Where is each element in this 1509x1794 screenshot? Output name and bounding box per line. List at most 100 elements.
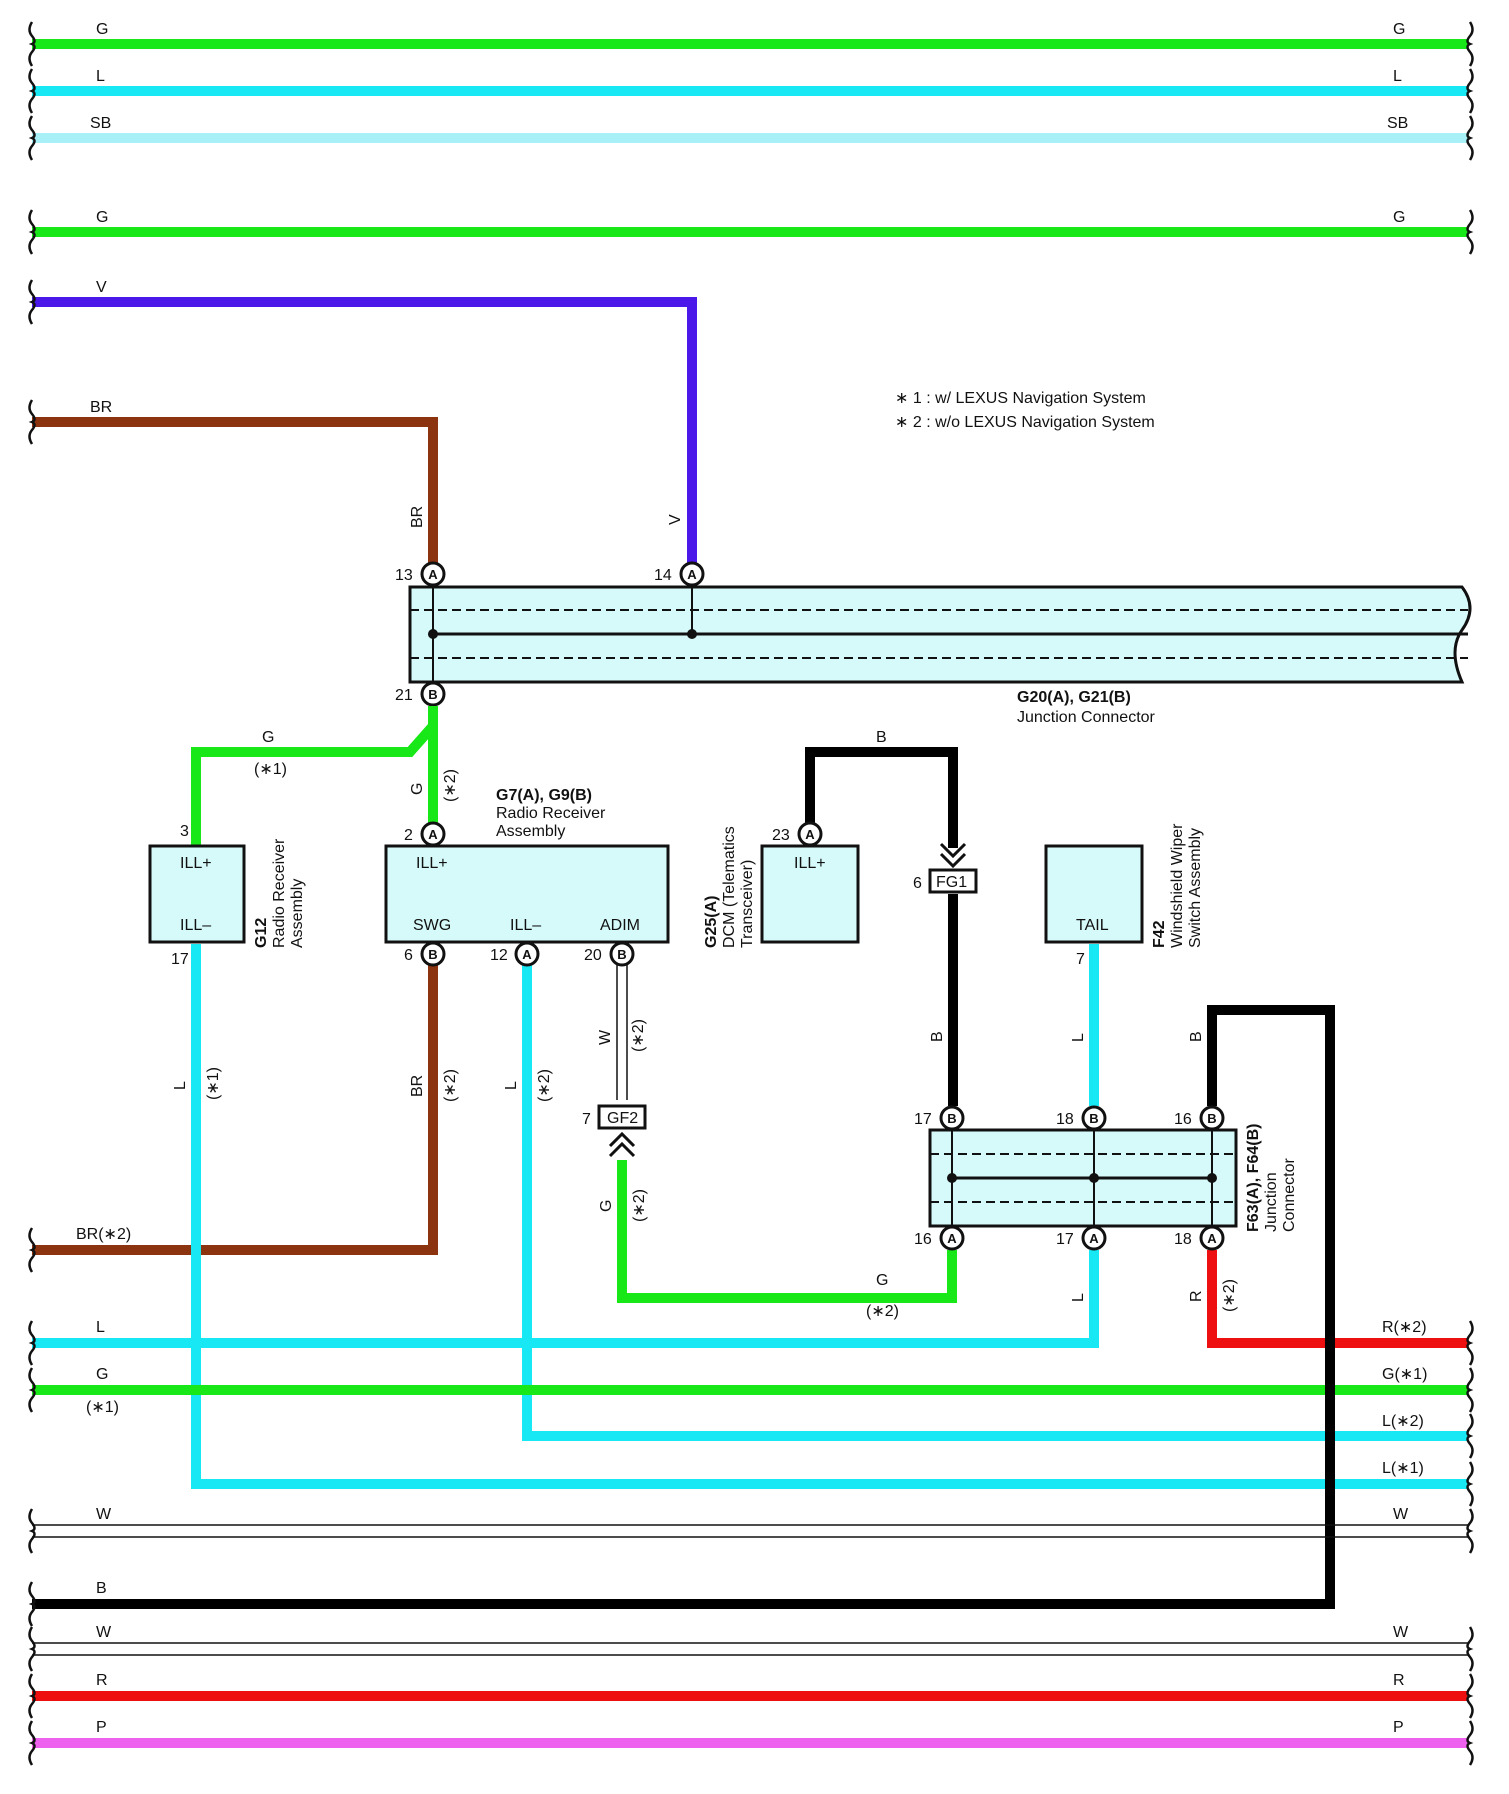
pin-13: A 13 bbox=[395, 561, 446, 587]
component-desc: Radio Receiver bbox=[271, 838, 288, 948]
wire-l-ill-minus: L (∗2) L (∗2) bbox=[503, 965, 1468, 1441]
continuation-mark bbox=[28, 1367, 36, 1413]
pin-23: A 23 bbox=[772, 821, 823, 847]
component-g7: ILL+ SWG ILL– ADIM G7(A), G9(B) Radio Re… bbox=[384, 787, 670, 944]
wire-label: G bbox=[876, 1272, 888, 1289]
continuation-mark bbox=[1466, 1367, 1474, 1413]
wire-label: L(∗1) bbox=[1382, 1460, 1424, 1477]
pin-number: 17 bbox=[171, 951, 189, 968]
wire-l-f42: L bbox=[1070, 944, 1099, 1106]
component-name: G25(A) bbox=[703, 896, 720, 948]
component-desc: Junction Connector bbox=[1017, 709, 1156, 726]
pin-18-b: B 18 bbox=[1056, 1105, 1107, 1131]
component-desc: Radio Receiver bbox=[496, 805, 606, 822]
terminal-adim: ADIM bbox=[600, 917, 640, 934]
wire-g-branch: G (∗1) G (∗2) bbox=[191, 706, 459, 846]
component-name: G20(A), G21(B) bbox=[1017, 689, 1131, 706]
wire-label: W bbox=[597, 1029, 614, 1045]
wire-note: (∗2) bbox=[631, 1189, 648, 1222]
rail-label-left: L bbox=[96, 68, 105, 85]
pin-16-a: A 16 bbox=[914, 1225, 965, 1251]
component-desc: Windshield Wiper bbox=[1169, 823, 1186, 948]
wire-label: L bbox=[1070, 1293, 1087, 1302]
wire-note: (∗1) bbox=[86, 1399, 119, 1416]
terminal-ill-plus: ILL+ bbox=[180, 855, 212, 872]
wire-label: W bbox=[96, 1624, 112, 1641]
wire-note: (∗1) bbox=[205, 1067, 222, 1100]
wire-label: L bbox=[1070, 1033, 1087, 1042]
terminal-ill-minus: ILL– bbox=[180, 917, 211, 934]
wire-label: L bbox=[172, 1081, 189, 1090]
pin-connector-letter: B bbox=[428, 687, 437, 702]
wire-b-fg1: B bbox=[929, 894, 958, 1106]
continuation-mark bbox=[28, 1508, 36, 1554]
rail-g-second: G G bbox=[32, 209, 1468, 237]
continuation-mark bbox=[28, 1720, 36, 1766]
component-desc: Assembly bbox=[289, 879, 306, 948]
pin-number: 7 bbox=[1076, 951, 1085, 968]
continuation-mark bbox=[1466, 209, 1474, 255]
wire-br: BR BR bbox=[32, 399, 438, 568]
rail-w-1: W W bbox=[32, 1506, 1468, 1538]
pin-17-a: A 17 bbox=[1056, 1225, 1107, 1251]
rail-label-right: L bbox=[1393, 68, 1402, 85]
pin-18-a: A 18 bbox=[1174, 1225, 1225, 1251]
pin-20: B 20 bbox=[584, 941, 635, 967]
rail-p: P P bbox=[32, 1719, 1468, 1748]
wire-label: P bbox=[96, 1719, 107, 1736]
wire-label: B bbox=[96, 1580, 107, 1597]
pin-connector-letter: A bbox=[947, 1231, 957, 1246]
pin-connector-letter: A bbox=[1207, 1231, 1217, 1246]
wire-l-f63: L L bbox=[32, 1250, 1099, 1348]
pin-number: 7 bbox=[582, 1111, 591, 1128]
continuation-mark bbox=[1466, 68, 1474, 114]
continuation-mark bbox=[28, 399, 36, 445]
wire-v: V V bbox=[32, 279, 697, 568]
pin-number: 14 bbox=[654, 567, 672, 584]
pin-number: 6 bbox=[404, 947, 413, 964]
wire-label: BR bbox=[90, 399, 112, 416]
pin-connector-letter: B bbox=[1089, 1111, 1098, 1126]
rail-label-left: G bbox=[96, 21, 108, 38]
note-1: ∗ 1 : w/ LEXUS Navigation System bbox=[895, 390, 1146, 407]
component-desc: Assembly bbox=[496, 823, 565, 840]
wire-label: BR bbox=[409, 506, 426, 528]
pin-connector-letter: B bbox=[428, 947, 437, 962]
rail-label-right: G bbox=[1393, 209, 1405, 226]
wire-l-g12: L (∗1) L(∗1) bbox=[172, 944, 1468, 1489]
continuation-mark bbox=[1466, 1720, 1474, 1766]
rail-label-left: SB bbox=[90, 115, 111, 132]
rail-label-left: G bbox=[96, 209, 108, 226]
pin-14: A 14 bbox=[654, 561, 705, 587]
pin-17-b: B 17 bbox=[914, 1105, 965, 1131]
wire-label: G bbox=[96, 1366, 108, 1383]
wire-note: (∗2) bbox=[866, 1303, 899, 1320]
pin-16-b: B 16 bbox=[1174, 1105, 1225, 1131]
wire-label: G bbox=[409, 783, 426, 795]
rail-label-right: G bbox=[1393, 21, 1405, 38]
pin-number: 6 bbox=[913, 875, 922, 892]
pin-number: 12 bbox=[490, 947, 508, 964]
connector-label: GF2 bbox=[607, 1110, 638, 1127]
wire-label: W bbox=[1393, 1506, 1409, 1523]
pin-number: 23 bbox=[772, 827, 790, 844]
wire-label: V bbox=[667, 514, 684, 525]
pin-number: 18 bbox=[1056, 1111, 1074, 1128]
connector-gf2: GF2 7 bbox=[582, 1104, 647, 1158]
pin-connector-letter: B bbox=[947, 1111, 956, 1126]
pin-number: 17 bbox=[1056, 1231, 1074, 1248]
wire-label: P bbox=[1393, 1719, 1404, 1736]
wire-label: R(∗2) bbox=[1382, 1319, 1427, 1336]
wire-label: BR bbox=[409, 1075, 426, 1097]
continuation-mark bbox=[1466, 1673, 1474, 1719]
pin-number: 13 bbox=[395, 567, 413, 584]
wire-label: BR(∗2) bbox=[76, 1226, 131, 1243]
pin-connector-letter: B bbox=[1207, 1111, 1216, 1126]
wire-label: B bbox=[876, 729, 887, 746]
legend-notes: ∗ 1 : w/ LEXUS Navigation System ∗ 2 : w… bbox=[895, 390, 1155, 431]
continuation-mark bbox=[28, 1581, 36, 1627]
continuation-mark bbox=[1466, 1508, 1474, 1554]
wire-label: W bbox=[96, 1506, 112, 1523]
pin-connector-letter: A bbox=[428, 827, 438, 842]
